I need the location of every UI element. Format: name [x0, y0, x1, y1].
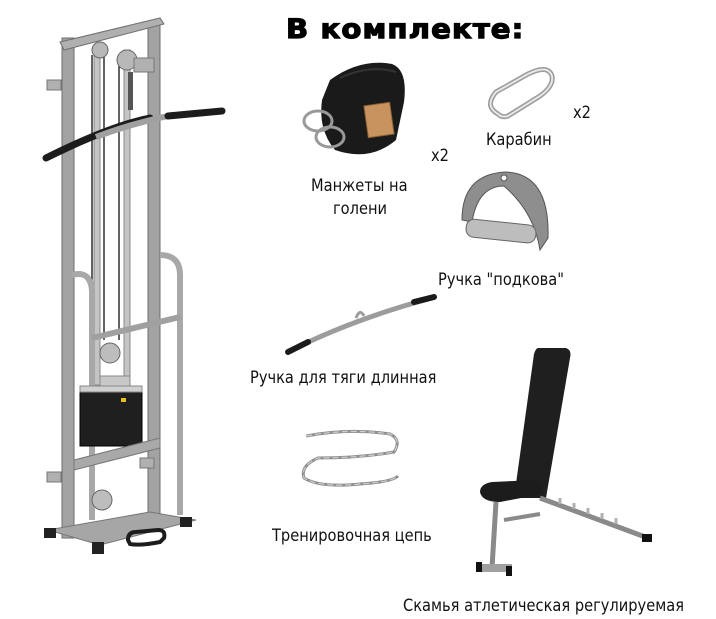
long-pull-bar-label: Ручка для тяги длинная	[250, 368, 437, 388]
carabiner-label: Карабин	[486, 130, 552, 150]
ankle-cuffs-label-line1: Манжеты на	[311, 176, 408, 196]
ankle-cuffs-label-line2: голени	[333, 199, 388, 219]
adjustable-bench-label: Скамья атлетическая регулируемая	[403, 596, 684, 616]
carabiner-quantity: x2	[573, 103, 591, 123]
training-chain-label: Тренировочная цепь	[272, 526, 432, 546]
page-title: В комплекте:	[285, 13, 525, 45]
ankle-cuffs-quantity: x2	[431, 146, 449, 166]
stirrup-handle-label: Ручка "подкова"	[438, 270, 564, 290]
